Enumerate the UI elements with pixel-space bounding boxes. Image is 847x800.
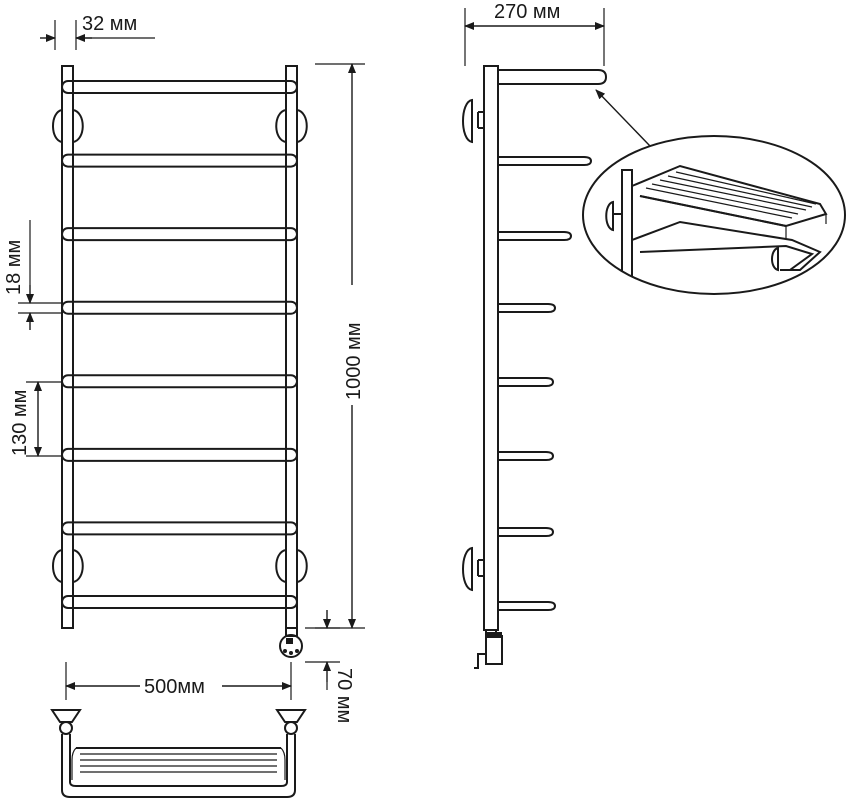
dim-connector-offset: 70 мм [305, 610, 355, 723]
front-rungs [61, 80, 298, 609]
front-rung [61, 80, 298, 94]
side-wall-mount-top [462, 98, 484, 144]
side-rung [498, 377, 555, 387]
right-rail [285, 65, 298, 629]
label-height: 1000 мм [343, 322, 365, 400]
label-rung-thickness: 18 мм [3, 240, 25, 295]
left-rail [61, 65, 74, 629]
dim-rung-thickness: 18 мм [3, 220, 62, 330]
front-view [52, 65, 308, 658]
detail-leader [595, 89, 651, 147]
side-wall-mount-bottom [462, 546, 484, 592]
dim-width: 500мм [65, 662, 292, 700]
side-rungs [498, 156, 593, 611]
wall-bracket-bottom-right [275, 549, 308, 583]
front-rung [61, 521, 298, 536]
top-view [50, 709, 307, 798]
shelf-detail-callout [582, 135, 846, 295]
dim-rung-diameter: 32 мм [40, 13, 155, 50]
front-rung [61, 300, 298, 315]
side-top-shelf [498, 69, 608, 85]
label-depth: 270 мм [494, 1, 560, 23]
front-rung [61, 595, 298, 609]
dim-height: 1000 мм [315, 63, 365, 629]
side-view [462, 65, 608, 669]
side-rung [498, 156, 593, 166]
front-rung [61, 153, 298, 168]
front-rung [61, 447, 298, 462]
side-heating-element [474, 630, 503, 669]
wall-bracket-top-left [52, 109, 84, 143]
label-rung-diameter: 32 мм [82, 13, 137, 35]
label-width: 500мм [144, 676, 205, 698]
label-connector-offset: 70 мм [333, 668, 355, 723]
front-rung [61, 374, 298, 389]
side-rung [498, 303, 557, 313]
side-rung [498, 601, 557, 611]
heating-connector [279, 627, 303, 658]
side-rung [498, 231, 573, 241]
label-rung-pitch: 130 мм [9, 390, 31, 456]
front-rung [61, 227, 298, 242]
wall-bracket-top-right [275, 109, 308, 143]
dim-depth: 270 мм [464, 1, 605, 66]
wall-bracket-bottom-left [52, 549, 84, 583]
side-rail [483, 65, 499, 631]
side-rung [498, 527, 555, 537]
dim-rung-pitch: 130 мм [9, 381, 62, 457]
side-rung [498, 451, 555, 461]
